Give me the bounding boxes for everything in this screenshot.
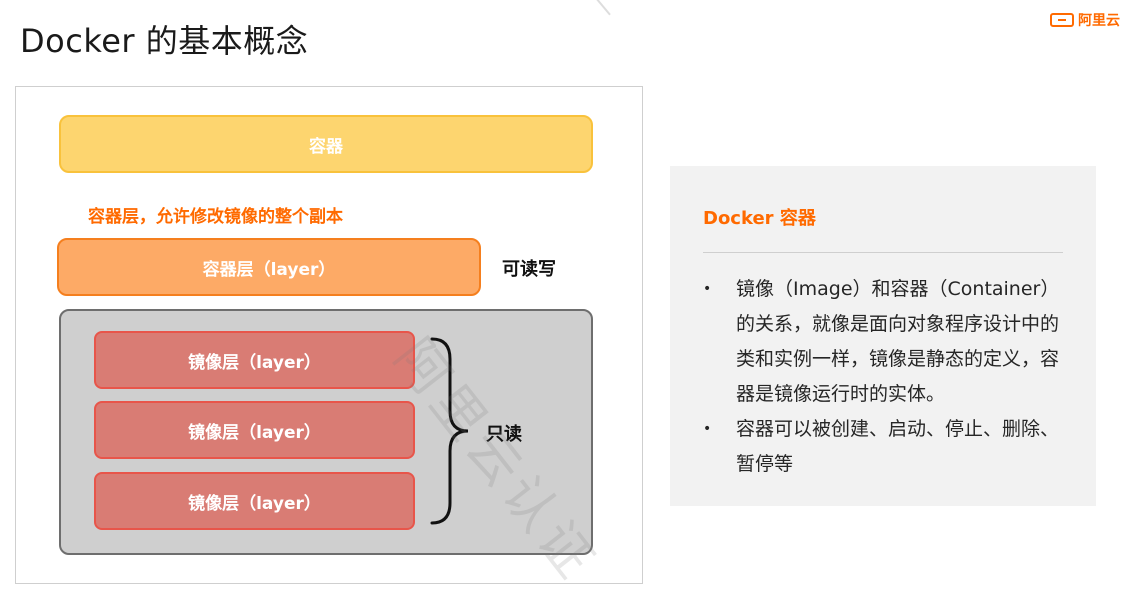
container-box: 容器	[59, 115, 593, 173]
bullet-text: 镜像（Image）和容器（Container）的关系，就像是面向对象程序设计中的…	[736, 278, 1060, 405]
read-only-label: 只读	[486, 424, 522, 445]
bullet-list: • 镜像（Image）和容器（Container）的关系，就像是面向对象程序设计中…	[700, 272, 1072, 482]
list-item: • 容器可以被创建、启动、停止、删除、暂停等	[700, 412, 1072, 482]
image-layer-box: 镜像层（layer）	[94, 401, 415, 459]
curly-brace-icon	[430, 337, 469, 525]
read-write-label: 可读写	[502, 259, 556, 280]
panel-divider	[703, 252, 1063, 253]
image-layer-box: 镜像层（layer）	[94, 331, 415, 389]
slide-title: Docker 的基本概念	[20, 22, 309, 60]
diagram-frame: 容器 容器层，允许修改镜像的整个副本 容器层（layer） 可读写 镜像层（la…	[15, 86, 643, 584]
list-item: • 镜像（Image）和容器（Container）的关系，就像是面向对象程序设计中…	[700, 272, 1072, 412]
aliyun-logo-icon	[1050, 13, 1074, 27]
container-layer-box: 容器层（layer）	[57, 238, 481, 296]
brand-logo: 阿里云	[1050, 10, 1120, 30]
wm-corner-stroke	[591, 0, 611, 16]
bullet-icon: •	[703, 421, 712, 437]
info-panel: Docker 容器 • 镜像（Image）和容器（Container）的关系，就像…	[670, 166, 1096, 506]
rw-caption: 容器层，允许修改镜像的整个副本	[88, 207, 343, 227]
brand-name: 阿里云	[1078, 13, 1120, 29]
bullet-icon: •	[703, 281, 712, 297]
bullet-text: 容器可以被创建、启动、停止、删除、暂停等	[736, 418, 1060, 475]
panel-heading: Docker 容器	[703, 208, 816, 229]
image-layer-box: 镜像层（layer）	[94, 472, 415, 530]
